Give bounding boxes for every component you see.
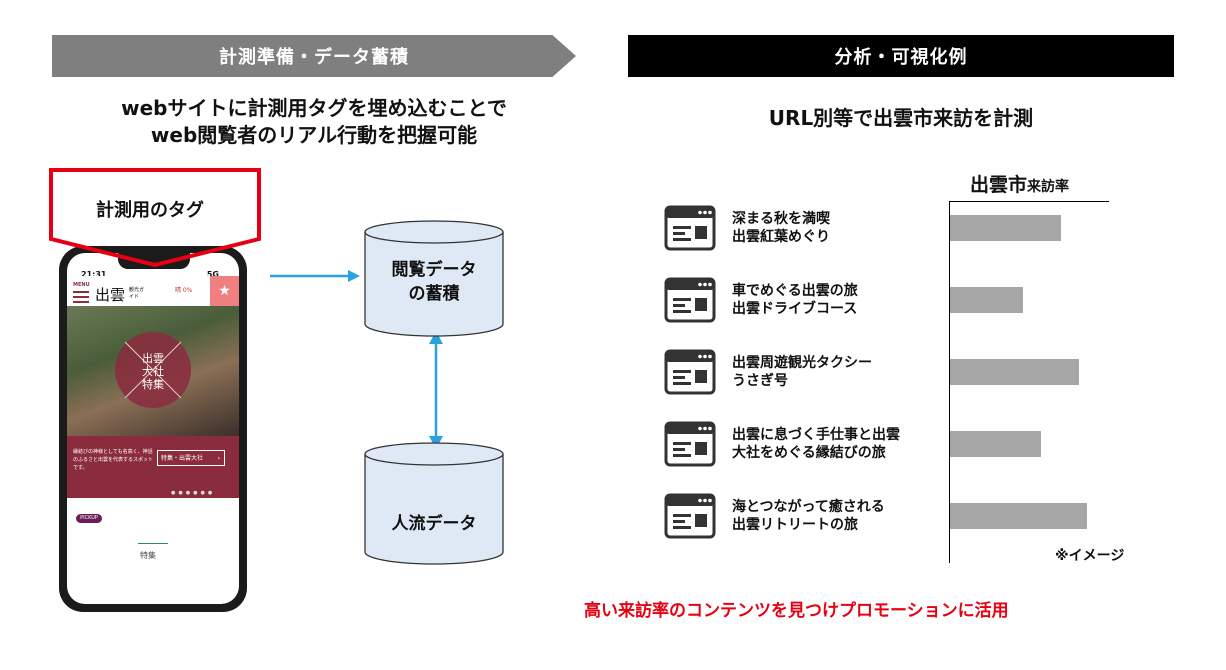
- browsing-data-cylinder: [364, 220, 504, 337]
- bidirectional-arrow: [429, 331, 443, 449]
- right-subtitle: URL別等で出雲市来訪を計測: [768, 106, 1034, 130]
- weather-info: 晴 0%: [175, 287, 193, 294]
- star-icon: ★: [218, 283, 231, 299]
- chart-category-label: 車でめぐる出雲の旅出雲ドライブコース: [732, 283, 858, 317]
- chart-axis: [949, 201, 950, 563]
- bottom-callout: 高い来訪率のコンテンツを見つけプロモーションに活用: [584, 601, 1009, 621]
- people-flow-label: 人流データ: [391, 514, 477, 534]
- chart-bar: [950, 431, 1041, 457]
- chart-category-label: 海とつながって癒される出雲リトリートの旅: [732, 499, 885, 533]
- browsing-data-label: 閲覧データ の蓄積: [391, 260, 477, 304]
- webpage-icon: [664, 493, 716, 539]
- menu-button[interactable]: MENU: [73, 282, 90, 303]
- left-subtitle: webサイトに計測用タグを埋め込むことで web閲覧者のリアル行動を把握可能: [121, 96, 507, 147]
- chart-category-label: 出雲周遊観光タクシーうさぎ号: [732, 355, 872, 389]
- chart-category-label: 出雲に息づく手仕事と出雲大社をめぐる縁結びの旅: [732, 427, 900, 461]
- chart-bar: [950, 359, 1079, 385]
- webpage-icon: [664, 277, 716, 323]
- phone-status-bar: 21:31 5G: [67, 253, 239, 279]
- webpage-icon: [664, 349, 716, 395]
- favorite-button[interactable]: ★: [210, 276, 239, 306]
- hero-badge-text: 出雲 大社 特集: [142, 352, 164, 391]
- app-logo-sub: 観光ガイド: [129, 287, 145, 300]
- right-section-header: 分析・可視化例: [628, 35, 1174, 77]
- tag-callout: [49, 168, 261, 267]
- chart-bar: [950, 215, 1061, 241]
- webpage-icon: [664, 205, 716, 251]
- webpage-icon: [664, 421, 716, 467]
- pickup-badge: PICKUP: [76, 514, 102, 523]
- feature-description: 縁結びの神様としても名高く、神話のふるさと出雲を代表するスポットです。: [73, 449, 154, 471]
- feature-link-button[interactable]: 特集・出雲大社›: [157, 450, 225, 466]
- section-divider: [138, 543, 168, 544]
- phone-notch: [118, 253, 190, 269]
- app-logo[interactable]: 出雲: [95, 286, 126, 304]
- left-section-header: 計測準備・データ蓄積: [52, 35, 576, 77]
- chart-note: ※イメージ: [1055, 548, 1125, 564]
- people-flow-cylinder: [364, 442, 504, 565]
- status-time: 21:31: [81, 270, 107, 279]
- chart-bar: [950, 503, 1087, 529]
- chart-bar: [950, 287, 1023, 313]
- chart-category-label: 深まる秋を満喫出雲紅葉めぐり: [732, 211, 830, 245]
- section-title[interactable]: 特集: [140, 551, 156, 560]
- carousel-dots[interactable]: ●●●●●●: [171, 490, 216, 496]
- chart-title: 出雲市来訪率: [970, 174, 1070, 196]
- status-network: 5G: [206, 270, 219, 279]
- feature-banner: 縁結びの神様としても名高く、神話のふるさと出雲を代表するスポットです。 特集・出…: [67, 436, 239, 498]
- right-arrow: [270, 270, 360, 282]
- hero-badge: [115, 332, 191, 408]
- chevron-right-icon: ›: [217, 455, 220, 462]
- tag-callout-label: 計測用のタグ: [96, 200, 204, 221]
- chart-top-rule: [949, 201, 1109, 202]
- app-header: MENU 出雲 観光ガイド 晴 0% ★: [67, 276, 239, 306]
